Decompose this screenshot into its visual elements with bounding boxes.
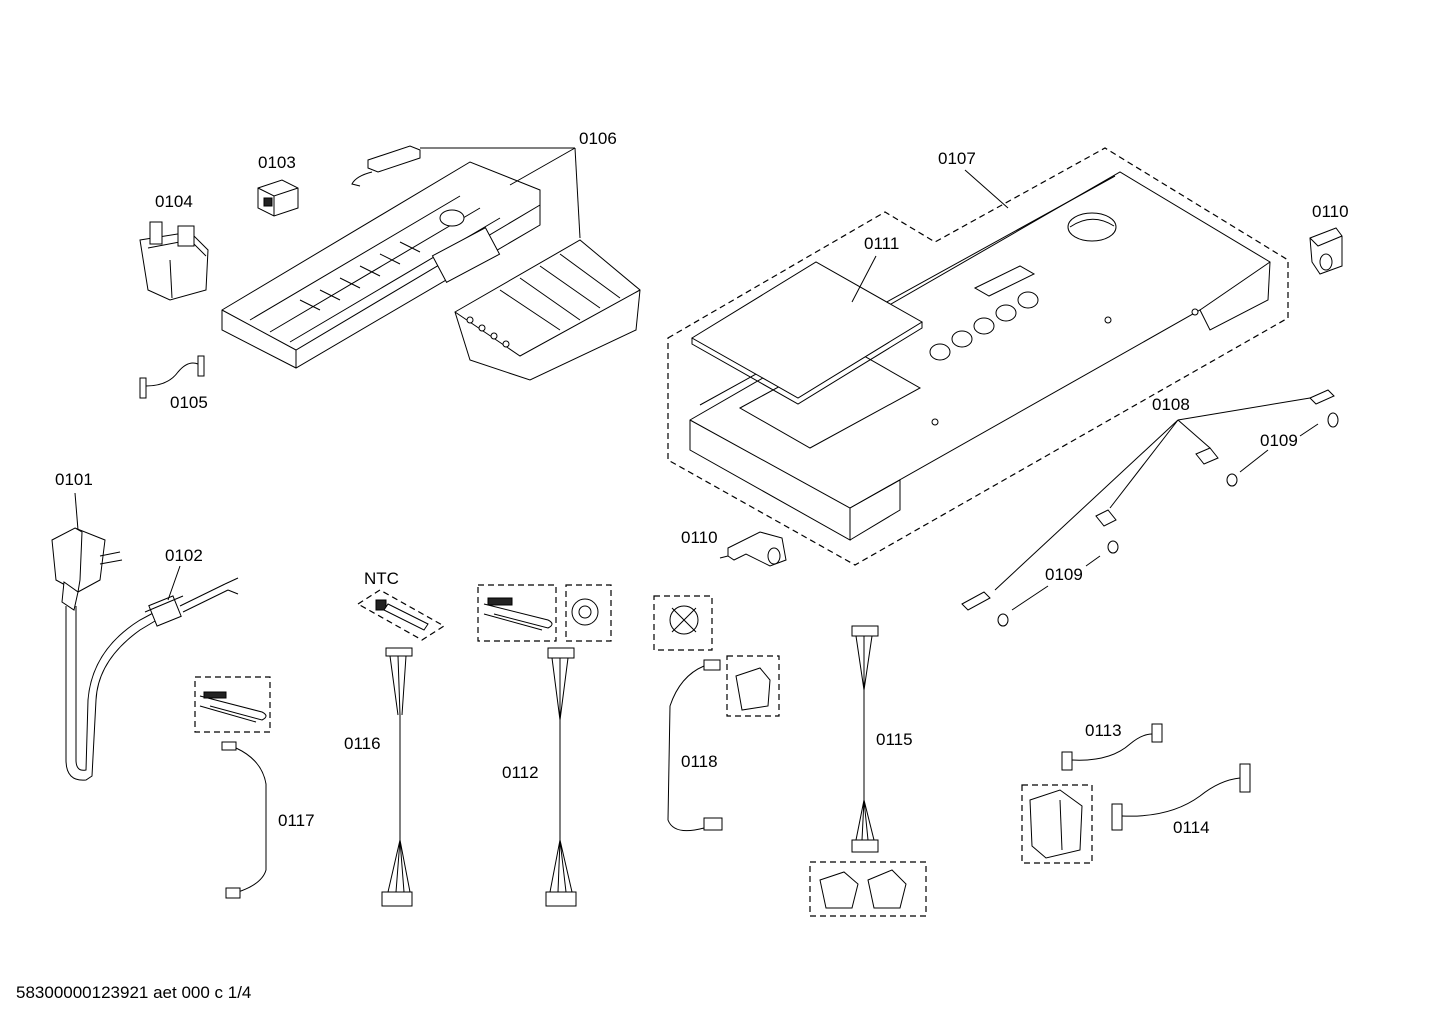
label-0108: 0108 xyxy=(1152,395,1190,414)
label-0110-left: 0110 xyxy=(681,528,718,547)
label-ntc: NTC xyxy=(364,569,399,588)
label-0113: 0113 xyxy=(1085,721,1122,740)
label-0105: 0105 xyxy=(170,393,208,412)
label-0117: 0117 xyxy=(278,811,315,830)
cover-film-part xyxy=(691,261,923,405)
label-0109-top: 0109 xyxy=(1260,431,1298,450)
label-0112: 0112 xyxy=(502,763,539,782)
label-0109-bottom: 0109 xyxy=(1045,565,1083,584)
pressure-switch-0112 xyxy=(565,584,612,642)
label-0102: 0102 xyxy=(165,546,203,565)
harness-0113 xyxy=(1061,723,1163,771)
tray-holes xyxy=(466,316,510,348)
label-0104: 0104 xyxy=(155,192,193,211)
label-0110-right: 0110 xyxy=(1312,202,1349,221)
harness-0116 xyxy=(381,647,413,907)
pump-component-0118 xyxy=(653,595,713,651)
heater-element-part xyxy=(194,676,271,733)
small-wire-part xyxy=(139,355,205,399)
cable-strain-relief-part xyxy=(144,577,239,627)
harness-0112 xyxy=(545,647,577,907)
label-0107: 0107 xyxy=(938,149,976,168)
harness-0115 xyxy=(851,625,879,853)
label-0103: 0103 xyxy=(258,153,296,172)
control-panel-buttons xyxy=(929,291,1039,361)
clip-part-left xyxy=(719,531,787,567)
label-0114: 0114 xyxy=(1173,818,1210,837)
washer-part xyxy=(997,412,1339,627)
label-0101: 0101 xyxy=(55,470,93,489)
screw-part xyxy=(961,389,1335,611)
ntc-sensor-part xyxy=(356,589,446,641)
valve-component-0118 xyxy=(726,655,780,717)
control-panel-fascia-part xyxy=(689,171,1271,541)
label-0118: 0118 xyxy=(681,752,718,771)
harness-0118 xyxy=(667,659,723,832)
small-block-part xyxy=(257,179,299,217)
suppressor-part xyxy=(139,221,209,301)
label-0106: 0106 xyxy=(579,129,617,148)
document-footer-id: 58300000123921 aet 000 c 1/4 xyxy=(16,983,251,1002)
power-plug-part xyxy=(51,527,161,781)
valves-component-0115 xyxy=(809,861,927,917)
heater-component-0112 xyxy=(477,584,557,642)
electronic-module-part xyxy=(221,145,641,381)
label-0111: 0111 xyxy=(864,234,899,253)
door-lock-part xyxy=(1021,784,1093,864)
module-slots xyxy=(299,241,421,311)
harness-0117 xyxy=(221,741,267,899)
clip-part-right xyxy=(1309,227,1343,275)
harness-0114 xyxy=(1111,763,1251,831)
control-panel-group-outline xyxy=(667,147,1289,566)
label-0116: 0116 xyxy=(344,734,381,753)
label-0115: 0115 xyxy=(876,730,913,749)
